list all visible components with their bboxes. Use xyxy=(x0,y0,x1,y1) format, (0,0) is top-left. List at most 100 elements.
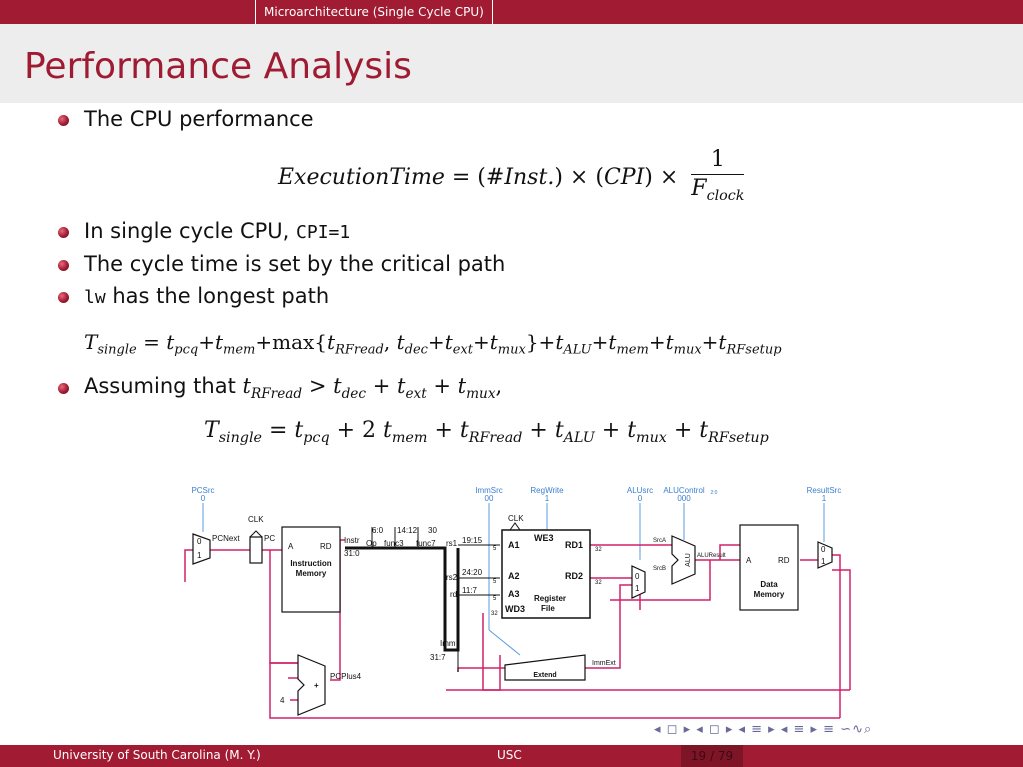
section-header[interactable]: Microarchitecture (Single Cycle CPU) xyxy=(255,0,493,24)
width-5: 5 xyxy=(493,579,497,585)
dmem-label-1: Data xyxy=(760,580,778,589)
immsrc-value: 00 xyxy=(485,494,494,503)
data-memory xyxy=(739,524,799,611)
pcmux-in1: 1 xyxy=(197,551,202,560)
clk-label-pc: CLK xyxy=(248,515,264,524)
rf-rd2: RD2 xyxy=(565,571,583,581)
rf-a2: A2 xyxy=(508,571,520,581)
field-30: 30 xyxy=(428,526,437,535)
bullet-marker xyxy=(58,260,69,271)
footer-institution: University of South Carolina (M. Y.) xyxy=(53,748,261,762)
pcplus4-label: PCPlus4 xyxy=(330,672,362,681)
regwrite-value: 1 xyxy=(545,494,550,503)
imm-field: Imm xyxy=(440,639,456,648)
alucontrol-subscript: 2:0 xyxy=(711,490,718,496)
field-14-12: 14:12 xyxy=(397,526,418,535)
instr-label: Instr xyxy=(344,536,360,545)
func3-field: func3 xyxy=(384,539,404,548)
rf-a1: A1 xyxy=(508,540,520,550)
bits-11-7: 11:7 xyxy=(462,586,478,595)
footer-short-title: USC xyxy=(497,748,522,762)
instruction-memory xyxy=(281,526,341,613)
equation-t-single-max: Tsingle = tpcq+tmem+max{tRFread, tdec+te… xyxy=(84,330,782,358)
aluresult-label: ALUResult xyxy=(697,553,726,559)
pc-mux xyxy=(192,533,211,565)
bits-19-15: 19:15 xyxy=(462,536,483,545)
srca-label: SrcA xyxy=(653,538,666,544)
bullet-critical-path: The cycle time is set by the critical pa… xyxy=(84,252,506,276)
pc-register xyxy=(249,536,263,564)
extend-unit xyxy=(504,654,586,681)
rf-label-1: Register xyxy=(534,594,566,603)
pcnext-label: PCNext xyxy=(212,534,240,543)
immsrc-label: ImmSrc xyxy=(475,486,503,495)
const-four: 4 xyxy=(280,696,285,705)
alusrc-label: ALUsrc xyxy=(627,486,653,495)
instr-bits: 31:0 xyxy=(344,549,360,558)
rs2-field: rs2 xyxy=(446,573,458,582)
bits-24-20: 24:20 xyxy=(462,568,483,577)
immext-label: ImmExt xyxy=(592,660,616,667)
width-5: 5 xyxy=(493,596,497,602)
result-mux xyxy=(817,541,833,569)
pcmux-in0: 0 xyxy=(197,537,202,546)
rf-label-2: File xyxy=(541,604,555,613)
pcsrc-label: PCSrc xyxy=(191,486,214,495)
equation-t-single-simplified: Tsingle = tpcq + 2 tmem + tRFread + tALU… xyxy=(204,418,769,446)
imem-label-1: Instruction xyxy=(290,559,331,568)
bullet-marker xyxy=(58,115,69,126)
pc-label: PC xyxy=(264,534,275,543)
pcsrc-value: 0 xyxy=(201,494,206,503)
imem-a-port: A xyxy=(288,542,294,551)
srcbmux-in1: 1 xyxy=(635,584,640,593)
bullet-cpi: In single cycle CPU, CPI=1 xyxy=(84,219,351,243)
beamer-nav-symbols[interactable]: ◂ ◻ ▸ ◂ ◻ ▸ ◂ ≡ ▸ ◂ ≡ ▸ ≡ ∽∿⌕ xyxy=(654,722,873,737)
imem-rd-port: RD xyxy=(320,542,332,551)
dmem-label-2: Memory xyxy=(754,590,785,599)
alucontrol-value: 000 xyxy=(677,494,691,503)
width-32: 32 xyxy=(595,547,602,553)
rf-a3: A3 xyxy=(508,589,520,599)
imem-label-2: Memory xyxy=(296,569,327,578)
dmem-a-port: A xyxy=(746,556,752,565)
title-band xyxy=(0,24,1023,103)
footer-bar: University of South Carolina (M. Y.) USC… xyxy=(0,745,1023,767)
width-32: 32 xyxy=(491,611,498,617)
rs1-field: rs1 xyxy=(446,539,458,548)
adder-plus: + xyxy=(314,681,319,690)
top-bar: Microarchitecture (Single Cycle CPU) xyxy=(0,0,1023,24)
bullet-lw-longest: lw has the longest path xyxy=(84,284,330,308)
alucontrol-label: ALUControl xyxy=(663,486,705,495)
extend-label: Extend xyxy=(533,672,556,679)
dmem-rd-port: RD xyxy=(778,556,790,565)
rf-rd1: RD1 xyxy=(565,540,583,550)
srcb-label: SrcB xyxy=(653,566,666,572)
bits-31-7: 31:7 xyxy=(430,653,446,662)
bullet-cpu-performance: The CPU performance xyxy=(84,107,314,131)
resultsrc-label: ResultSrc xyxy=(807,486,842,495)
footer-page-number: 19 / 79 xyxy=(681,745,743,767)
bullet-marker xyxy=(58,227,69,238)
rf-wd3: WD3 xyxy=(505,604,525,614)
resmux-in0: 0 xyxy=(821,545,826,554)
regwrite-label: RegWrite xyxy=(530,486,564,495)
slide-title: Performance Analysis xyxy=(24,46,412,87)
alu-label: ALU xyxy=(685,553,692,567)
func7-field: func7 xyxy=(416,539,436,548)
register-file xyxy=(501,529,591,619)
op-field: Op xyxy=(366,539,377,548)
pcplus4-adder xyxy=(297,654,326,716)
width-32: 32 xyxy=(595,580,602,586)
field-6-0: 6:0 xyxy=(372,526,384,535)
clk-label-rf: CLK xyxy=(508,514,524,523)
resultsrc-value: 1 xyxy=(822,494,827,503)
resmux-in1: 1 xyxy=(821,557,826,566)
srcb-mux xyxy=(631,565,646,599)
rf-we3: WE3 xyxy=(534,533,554,543)
alusrc-value: 0 xyxy=(638,494,643,503)
width-5: 5 xyxy=(493,546,497,552)
alu xyxy=(671,535,696,585)
bullet-marker xyxy=(58,292,69,303)
